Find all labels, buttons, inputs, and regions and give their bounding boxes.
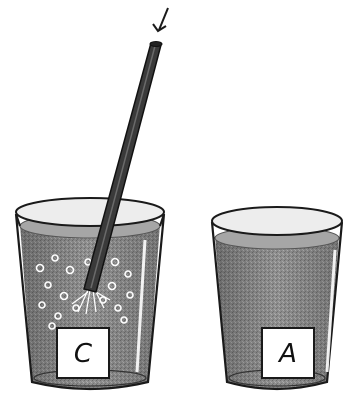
glass-right-label: A — [277, 339, 297, 369]
glass-right: A — [212, 207, 342, 389]
glass-left: C — [16, 198, 164, 389]
glass-left-label: C — [74, 339, 93, 369]
glass-left-rim — [16, 198, 164, 226]
glass-right-rim — [212, 207, 342, 235]
down-arrow-icon — [153, 8, 168, 31]
